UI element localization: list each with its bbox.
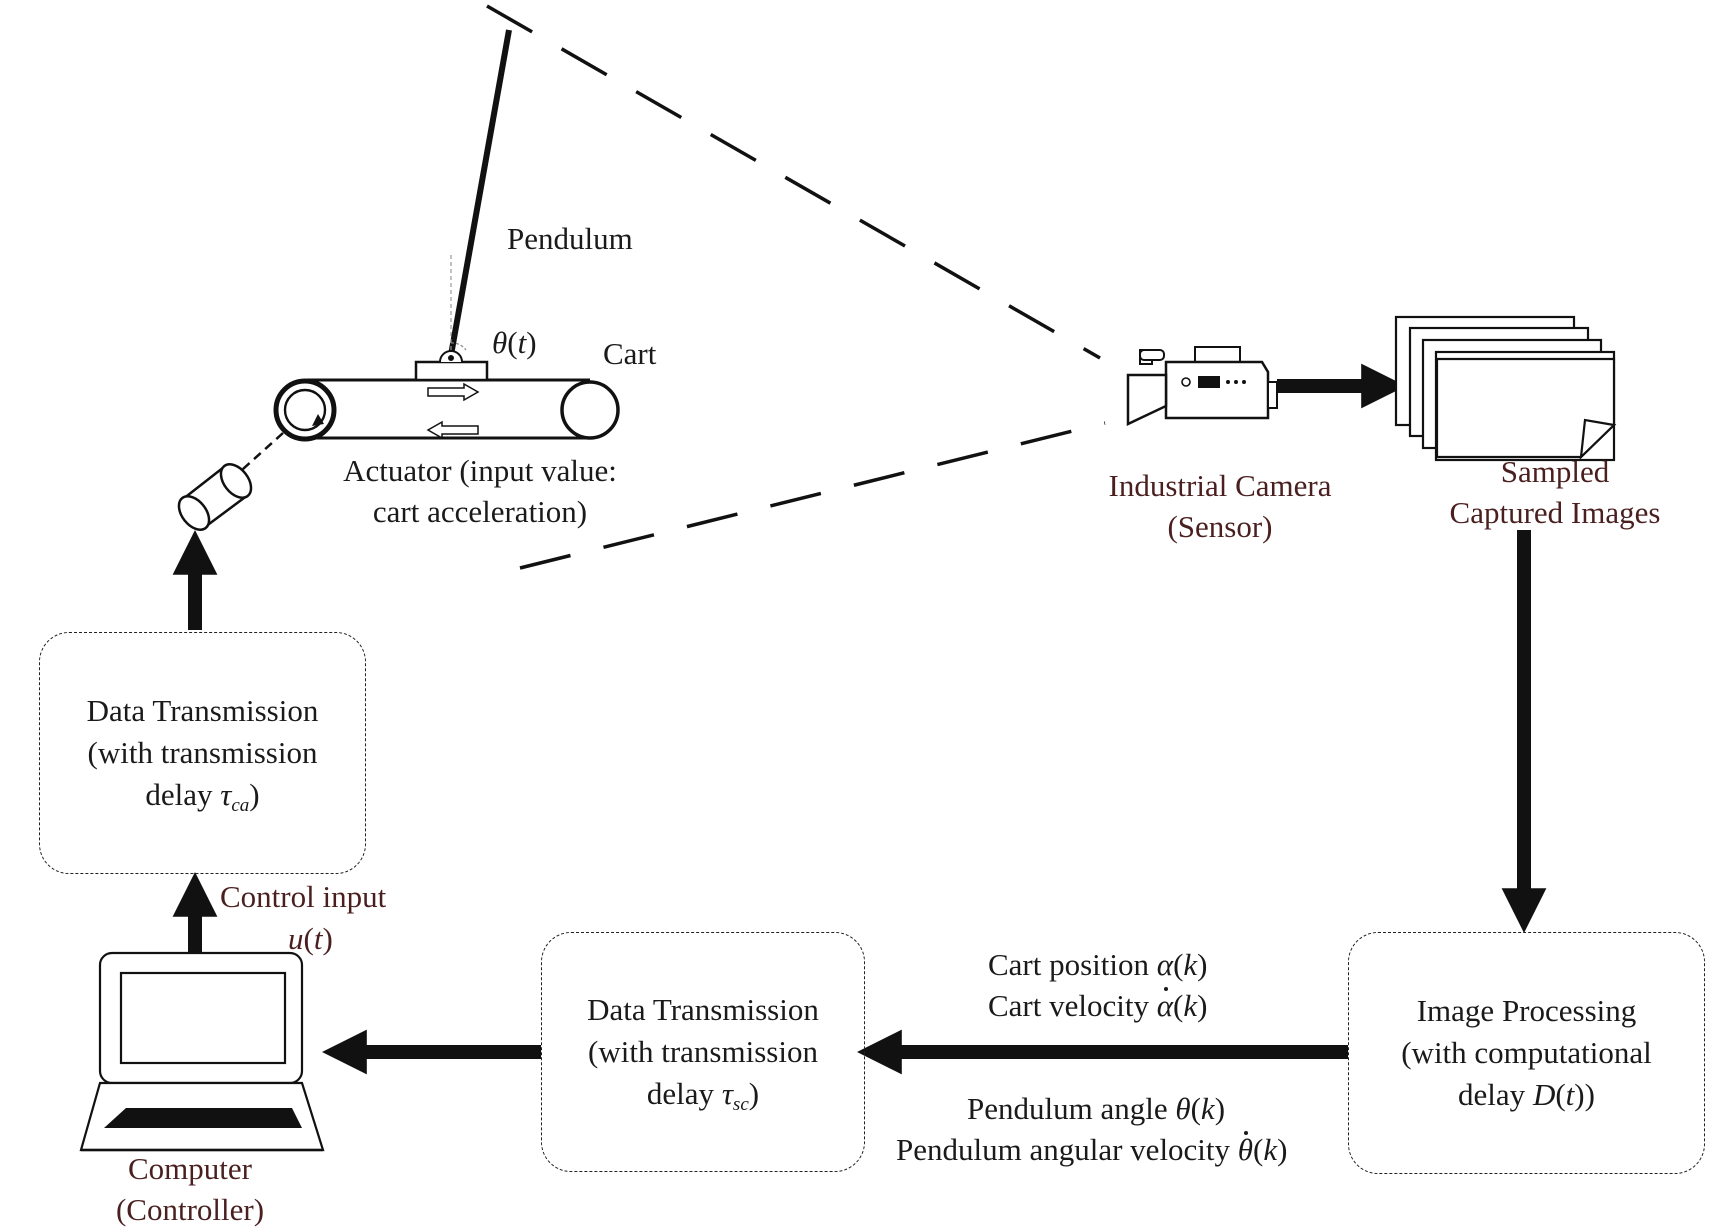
ip-arg: t <box>1565 1077 1575 1112</box>
cart-label: Cart <box>603 336 657 371</box>
conveyor-belt <box>273 378 620 442</box>
theta-arc <box>450 342 467 351</box>
tx-sc-line3: delay τsc) <box>646 1076 760 1115</box>
actuator-label-line2: cart acceleration) <box>372 494 588 529</box>
pendulum-rod <box>448 29 512 356</box>
actuator-label-line1: Actuator (input value: <box>343 453 617 488</box>
cart-velocity-k: k <box>1183 988 1198 1023</box>
tx-sc-sub: sc <box>732 1094 749 1115</box>
cart-block <box>414 360 489 382</box>
images-label-line2: Captured Images <box>1449 495 1661 530</box>
motor-cylinder <box>177 432 284 531</box>
tx-sc-line2: (with transmission <box>588 1034 818 1069</box>
pendulum-angular-velocity-text: Pendulum angular velocity <box>896 1132 1238 1167</box>
camera-label: Industrial Camera (Sensor) <box>1060 465 1380 547</box>
cart-velocity-label: Cart velocity α(k) <box>988 985 1207 1026</box>
u-arg: t <box>313 921 323 956</box>
belt-arrow-left <box>426 420 479 440</box>
tx-ca-line2: (with transmission <box>87 735 318 770</box>
computer-label-line2: (Controller) <box>115 1192 265 1227</box>
camera-view-line-upper <box>486 4 1101 360</box>
images-label-line1: Sampled <box>1500 454 1610 489</box>
tx-ca-tau: τ <box>220 777 232 812</box>
tx-ca-sub: ca <box>231 795 250 816</box>
image-processing-box: Image Processing (with computational del… <box>1348 932 1705 1174</box>
data-transmission-ca-box: Data Transmission (with transmission del… <box>39 632 366 874</box>
pendulum-label: Pendulum <box>507 221 633 256</box>
ip-line3: delay D(t)) <box>1458 1077 1595 1112</box>
cart-position-k: k <box>1183 947 1198 982</box>
data-transmission-sc-box: Data Transmission (with transmission del… <box>541 932 865 1172</box>
belt-arrow-right <box>427 382 480 402</box>
tx-ca-line3: delay τca) <box>145 777 260 816</box>
idler-pulley <box>560 380 620 440</box>
pendulum-angular-velocity-k: k <box>1263 1132 1278 1167</box>
theta-dot-symbol: θ <box>1238 1129 1253 1170</box>
camera-icon <box>1126 346 1278 426</box>
captured-images-stack <box>1394 315 1617 462</box>
theta-symbol: θ <box>492 325 508 360</box>
pendulum-angular-velocity-label: Pendulum angular velocity θ(k) <box>896 1129 1287 1170</box>
theta-label: θ(t) <box>492 325 537 360</box>
camera-label-line2: (Sensor) <box>1167 509 1273 544</box>
tx-sc-delay-prefix: delay <box>646 1076 722 1111</box>
computer-label-line1: Computer <box>128 1151 252 1186</box>
control-input-label: Control input <box>220 879 387 914</box>
cart-position-label: Cart position α(k) <box>988 947 1208 982</box>
laptop-icon <box>79 951 325 1152</box>
ip-D: D <box>1532 1077 1556 1112</box>
u-symbol: u <box>288 921 304 956</box>
theta-k-symbol: θ <box>1175 1091 1191 1126</box>
ip-line2: (with computational <box>1401 1035 1652 1070</box>
ip-delay-prefix: delay <box>1458 1077 1533 1112</box>
camera-view-line-lower <box>519 421 1106 570</box>
pendulum-angle-k: k <box>1200 1091 1215 1126</box>
alpha-symbol: α <box>1156 947 1174 982</box>
cart-position-text: Cart position <box>988 947 1157 982</box>
pendulum-angle-label: Pendulum angle θ(k) <box>967 1091 1226 1126</box>
tx-ca-delay-prefix: delay <box>145 777 221 812</box>
actuator-label: Actuator (input value: cart acceleration… <box>300 450 660 532</box>
pendulum-angle-text: Pendulum angle <box>967 1091 1176 1126</box>
camera-label-line1: Industrial Camera <box>1108 468 1332 503</box>
tx-ca-line1: Data Transmission <box>86 693 319 728</box>
tx-sc-line1: Data Transmission <box>587 992 819 1027</box>
images-label: Sampled Captured Images <box>1400 451 1710 533</box>
cart-velocity-text: Cart velocity <box>988 988 1157 1023</box>
alpha-dot-symbol: α <box>1157 985 1173 1026</box>
tx-sc-tau: τ <box>721 1076 733 1111</box>
control-input-u: u(t) <box>288 921 333 956</box>
theta-arg: t <box>517 325 527 360</box>
ip-line1: Image Processing <box>1416 993 1637 1028</box>
computer-label: Computer (Controller) <box>70 1148 310 1230</box>
